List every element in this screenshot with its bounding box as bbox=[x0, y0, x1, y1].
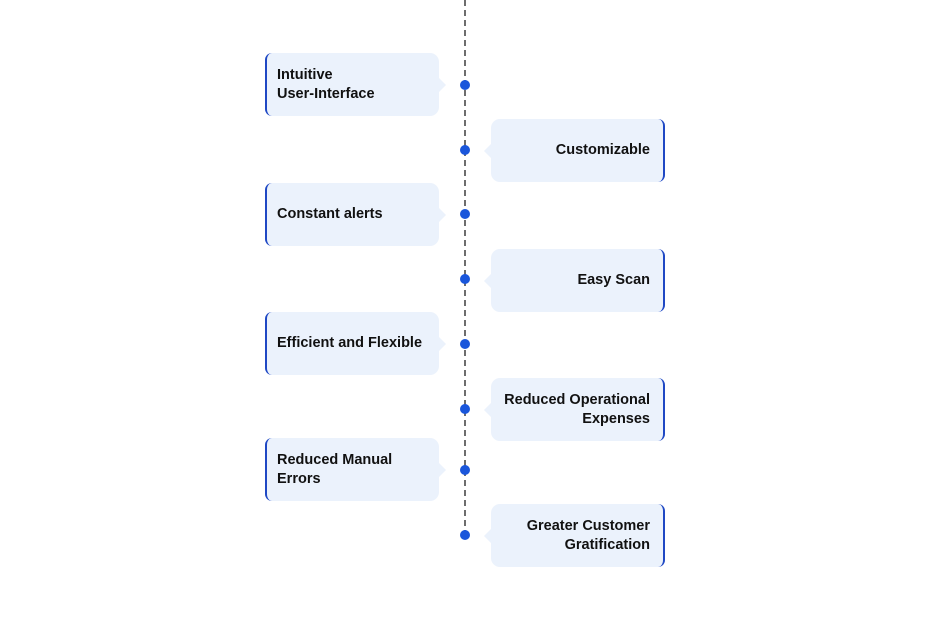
card-label-line: Expenses bbox=[582, 410, 650, 427]
card-label-line: Intuitive bbox=[277, 66, 333, 83]
card-label-line: Reduced Operational bbox=[504, 391, 650, 408]
card-label: Constant alerts bbox=[277, 205, 383, 224]
timeline-card-customizable: Customizable bbox=[484, 119, 665, 182]
timeline-card-easy-scan: Easy Scan bbox=[484, 249, 665, 312]
timeline-dot bbox=[460, 145, 470, 155]
card-label-line: User-Interface bbox=[277, 85, 375, 102]
timeline-card-reduced-manual-errors: Reduced Manual Errors bbox=[265, 438, 446, 501]
card-label: Reduced Manual Errors bbox=[277, 451, 392, 489]
timeline-card-efficient-and-flexible: Efficient and Flexible bbox=[265, 312, 446, 375]
card-label-line: Reduced Manual bbox=[277, 451, 393, 468]
card-label-line: Greater Customer bbox=[526, 517, 650, 534]
timeline-dot bbox=[460, 274, 470, 284]
card-label-line: Customizable bbox=[555, 142, 650, 158]
timeline-dot bbox=[460, 465, 470, 475]
timeline-dot bbox=[460, 404, 470, 414]
timeline-card-greater-customer-gratification: Greater Customer Gratification bbox=[484, 504, 665, 567]
card-label-line: Gratification bbox=[564, 536, 650, 553]
timeline-card-intuitive-user-interface: Intuitive User-Interface bbox=[265, 53, 446, 116]
card-label-line: Efficient and Flexible bbox=[277, 335, 423, 351]
card-label: Reduced Operational Expenses bbox=[504, 391, 650, 429]
timeline-card-constant-alerts: Constant alerts bbox=[265, 183, 446, 246]
timeline-dot bbox=[460, 530, 470, 540]
timeline-dot bbox=[460, 80, 470, 90]
timeline-dot bbox=[460, 209, 470, 219]
card-label: Intuitive User-Interface bbox=[277, 66, 375, 104]
card-label-line: Easy Scan bbox=[577, 272, 650, 288]
timeline-axis bbox=[464, 0, 466, 536]
timeline-dot bbox=[460, 339, 470, 349]
timeline-card-reduced-operational-expenses: Reduced Operational Expenses bbox=[484, 378, 665, 441]
card-label: Greater Customer Gratification bbox=[527, 517, 650, 555]
card-label: Efficient and Flexible bbox=[277, 334, 422, 353]
card-label: Easy Scan bbox=[577, 271, 650, 290]
card-label-line: Constant alerts bbox=[277, 206, 383, 222]
card-label-line: Errors bbox=[277, 470, 321, 487]
card-label: Customizable bbox=[556, 141, 650, 160]
